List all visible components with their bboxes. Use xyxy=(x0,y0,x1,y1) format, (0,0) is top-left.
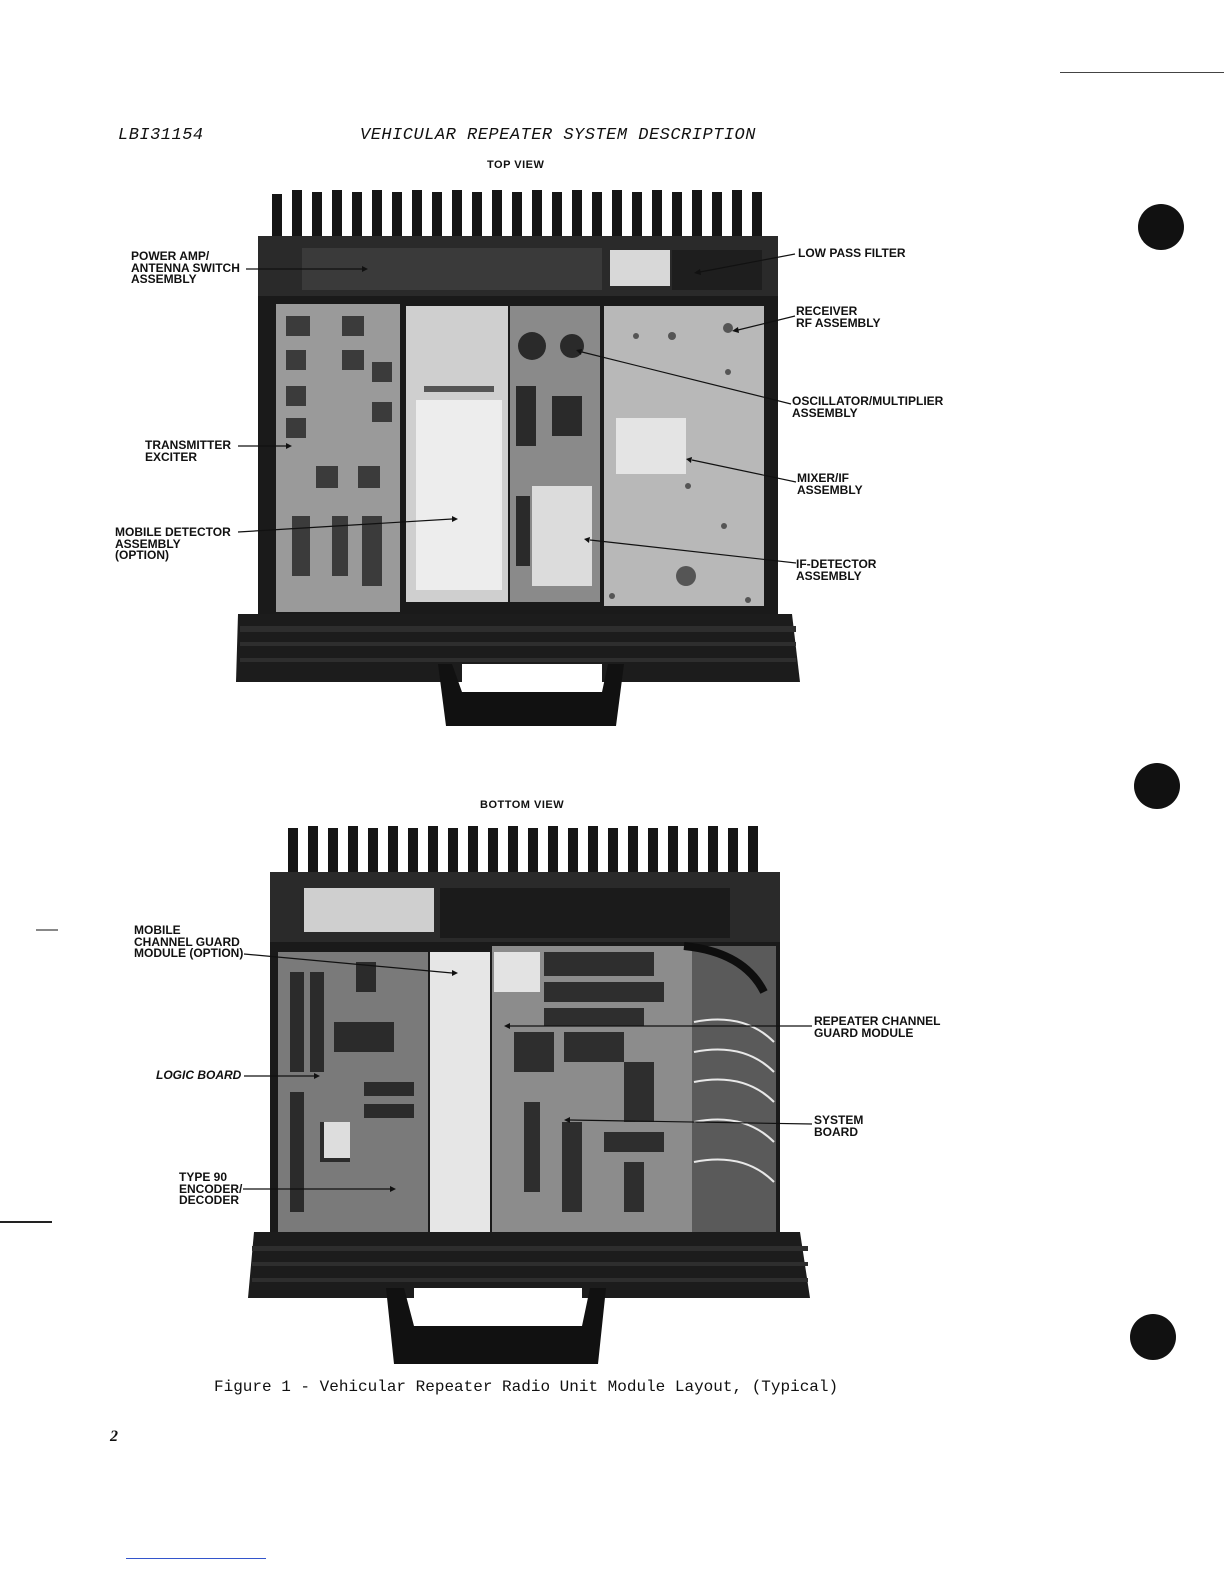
document-number: LBI31154 xyxy=(118,126,204,145)
label-power-amp-antenna-switch: POWER AMP/ ANTENNA SWITCH ASSEMBLY xyxy=(131,249,240,286)
punch-hole-bottom xyxy=(1130,1314,1176,1360)
label-oscillator-multiplier: OSCILLATOR/MULTIPLIER ASSEMBLY xyxy=(792,394,944,420)
bottom-view-title: BOTTOM VIEW xyxy=(480,799,565,811)
punch-hole-middle xyxy=(1134,763,1180,809)
label-mobile-channel-guard-module: MOBILE CHANNEL GUARD MODULE (OPTION) xyxy=(134,923,244,960)
figure-caption: Figure 1 - Vehicular Repeater Radio Unit… xyxy=(214,1378,839,1396)
top-view-title: TOP VIEW xyxy=(487,159,545,171)
label-if-detector-assembly: IF-DETECTOR ASSEMBLY xyxy=(796,557,877,583)
heatsink-fins xyxy=(272,190,762,244)
page-header-title: VEHICULAR REPEATER SYSTEM DESCRIPTION xyxy=(360,126,756,145)
label-logic-board: LOGIC BOARD xyxy=(156,1068,242,1082)
page-number: 2 xyxy=(110,1428,118,1445)
label-receiver-rf-assembly: RECEIVER RF ASSEMBLY xyxy=(796,304,881,330)
margin-rule-left-long xyxy=(0,1221,52,1223)
label-transmitter-exciter: TRANSMITTER EXCITER xyxy=(145,438,231,464)
label-repeater-channel-guard-module: REPEATER CHANNEL GUARD MODULE xyxy=(814,1014,941,1040)
margin-rule-bottom-blue xyxy=(126,1558,266,1559)
label-mixer-if-assembly: MIXER/IF ASSEMBLY xyxy=(797,471,863,497)
label-system-board: SYSTEM BOARD xyxy=(814,1113,864,1139)
label-mobile-detector-assembly: MOBILE DETECTOR ASSEMBLY (OPTION) xyxy=(115,525,231,562)
top-scan-streak xyxy=(1060,72,1224,73)
top-view-leader-lines xyxy=(237,253,797,564)
punch-hole-top xyxy=(1138,204,1184,250)
margin-rule-left-short xyxy=(36,929,58,931)
top-view-photo xyxy=(236,190,800,726)
label-type90-encoder-decoder: TYPE 90 ENCODER/ DECODER xyxy=(179,1170,243,1207)
label-low-pass-filter: LOW PASS FILTER xyxy=(798,246,906,260)
bottom-view-photo xyxy=(248,826,810,1364)
